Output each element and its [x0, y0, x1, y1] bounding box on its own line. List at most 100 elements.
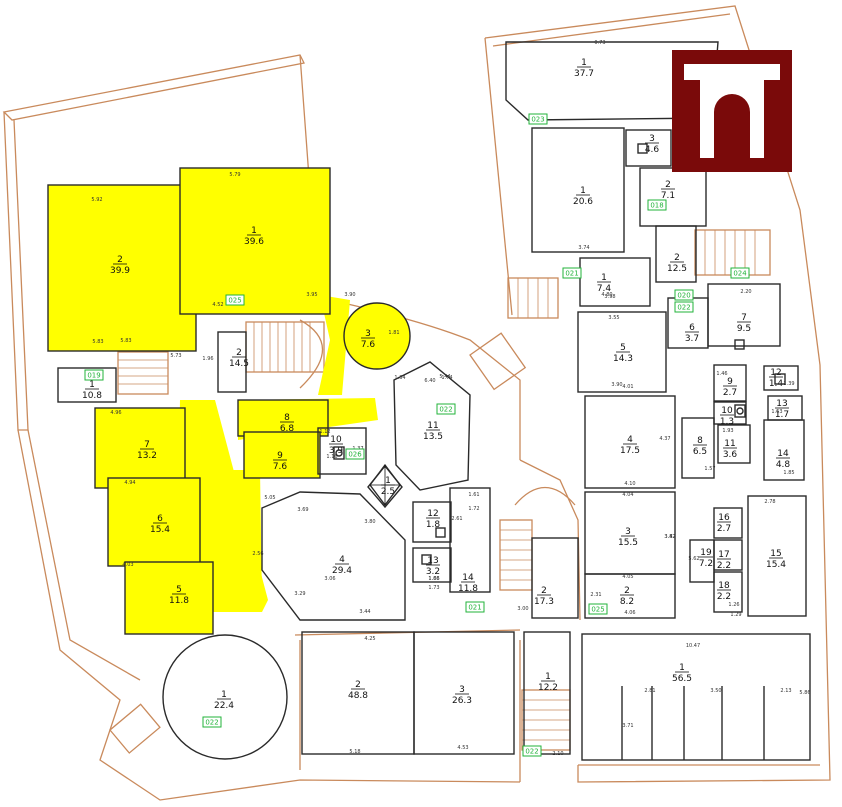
dimension-label: 2.10: [552, 751, 563, 757]
dimension-label: 5.44: [439, 374, 450, 380]
room-area: 1.7: [775, 410, 789, 420]
room-label: 28.2: [620, 586, 634, 607]
dimension-label: 4.06: [624, 610, 635, 616]
dimension-label: 3.50: [710, 688, 721, 694]
sink-icon: [734, 339, 745, 350]
room-tag-label: 020: [677, 292, 690, 300]
room-area: 11.8: [458, 584, 478, 594]
dimension-label: 2.81: [644, 688, 655, 694]
room-number: 1: [679, 663, 685, 673]
room-number: 3: [625, 527, 631, 537]
room-number: 5: [620, 343, 626, 353]
room-tag: 021: [562, 267, 582, 279]
room-label: 172.2: [717, 550, 731, 571]
room-area: 14.3: [613, 354, 633, 364]
dimension-label: 4.53: [457, 745, 468, 751]
dimension-label: 1.12: [319, 429, 330, 435]
room-label: 162.7: [717, 513, 731, 534]
dimension-label: 1.74: [441, 375, 452, 381]
room-outline: [713, 539, 743, 571]
dimension-label: 1.61: [468, 492, 479, 498]
dimension-label: 1.57: [704, 466, 715, 472]
room-number: 13: [776, 399, 787, 409]
room-area: 4.8: [776, 460, 791, 470]
room-outline: [343, 302, 411, 370]
dimension-label: 4.25: [364, 636, 375, 642]
dimension-label: 2.78: [764, 499, 775, 505]
room-outline: [412, 501, 452, 543]
room-number: 1: [89, 380, 95, 390]
dimension-label: 4.37: [659, 436, 670, 442]
room-number: 4: [339, 555, 345, 565]
room-number: 10: [721, 406, 733, 416]
room-area: 14.5: [229, 359, 249, 369]
dimension-label: 3.42: [664, 534, 675, 540]
dimension-label: 4.03: [122, 562, 133, 568]
room-outline: [243, 431, 321, 479]
room-area: 15.5: [618, 538, 638, 548]
dimension-label: 4.96: [110, 410, 121, 416]
dimension-label: 5.83: [120, 338, 131, 344]
room-outline: [107, 477, 201, 567]
room-outline: [505, 41, 719, 121]
room-number: 6: [157, 514, 163, 524]
room-outline: [449, 487, 491, 593]
room-area: 26.3: [452, 696, 472, 706]
room-number: 2: [117, 255, 123, 265]
room-tag: 019: [84, 369, 104, 381]
room-number: 12: [770, 368, 781, 378]
dimension-label: 1.66: [428, 576, 439, 582]
room-number: 9: [277, 451, 283, 461]
dimension-label: 1.72: [468, 506, 479, 512]
room-area: 10.8: [82, 391, 102, 401]
room-tag: 021: [465, 601, 485, 613]
room-number: 15: [770, 549, 781, 559]
dimension-label: 10.47: [686, 643, 700, 649]
dimension-label: 0.73: [594, 40, 605, 46]
room-area: 15.4: [150, 525, 170, 535]
room-area: 3.2: [426, 567, 440, 577]
room-area: 17.3: [534, 597, 554, 607]
room-outline: [57, 367, 117, 403]
room-outlines: [47, 41, 811, 761]
room-label: 197.2: [699, 548, 713, 569]
dimension-label: 3.82: [664, 534, 675, 540]
room-number: 1: [581, 58, 587, 68]
room-label: 113.6: [723, 439, 738, 460]
dimension-label: 3.69: [297, 507, 308, 513]
dimension-label: 3.95: [306, 292, 317, 298]
sink-icon: [421, 554, 432, 565]
room-number: 2: [541, 586, 547, 596]
dimension-label: 5.18: [349, 749, 360, 755]
room-label: 110.8: [82, 380, 102, 401]
room-area: 39.6: [244, 237, 264, 247]
room-outline: [393, 361, 471, 491]
room-number: 2: [665, 180, 671, 190]
dimension-label: 3.98: [604, 294, 615, 300]
room-area: 37.7: [574, 69, 594, 79]
dimension-label: 3.44: [359, 609, 370, 615]
room-tag-label: 022: [525, 748, 538, 756]
room-outline: [179, 167, 331, 315]
room-number: 18: [718, 581, 730, 591]
dimension-label: 1.96: [202, 356, 213, 362]
dimension-label: 3.06: [324, 576, 335, 582]
room-label: 92.7: [723, 377, 737, 398]
dimension-label: 5.83: [92, 339, 103, 345]
room-area: 20.6: [573, 197, 593, 207]
room-outline: [713, 571, 743, 613]
room-area: 6.5: [693, 447, 707, 457]
room-tag: 023: [528, 113, 548, 125]
room-outline: [763, 419, 805, 481]
room-label: 315.5: [618, 527, 638, 548]
room-area: 48.8: [348, 691, 368, 701]
room-label: 137.7: [574, 58, 594, 79]
room-area: 13.5: [423, 432, 443, 442]
dimension-label: 4.52: [212, 302, 223, 308]
room-area: 8.2: [620, 597, 634, 607]
room-area: 2.7: [723, 388, 737, 398]
room-label: 86.5: [693, 436, 707, 457]
room-outline: [581, 633, 811, 761]
